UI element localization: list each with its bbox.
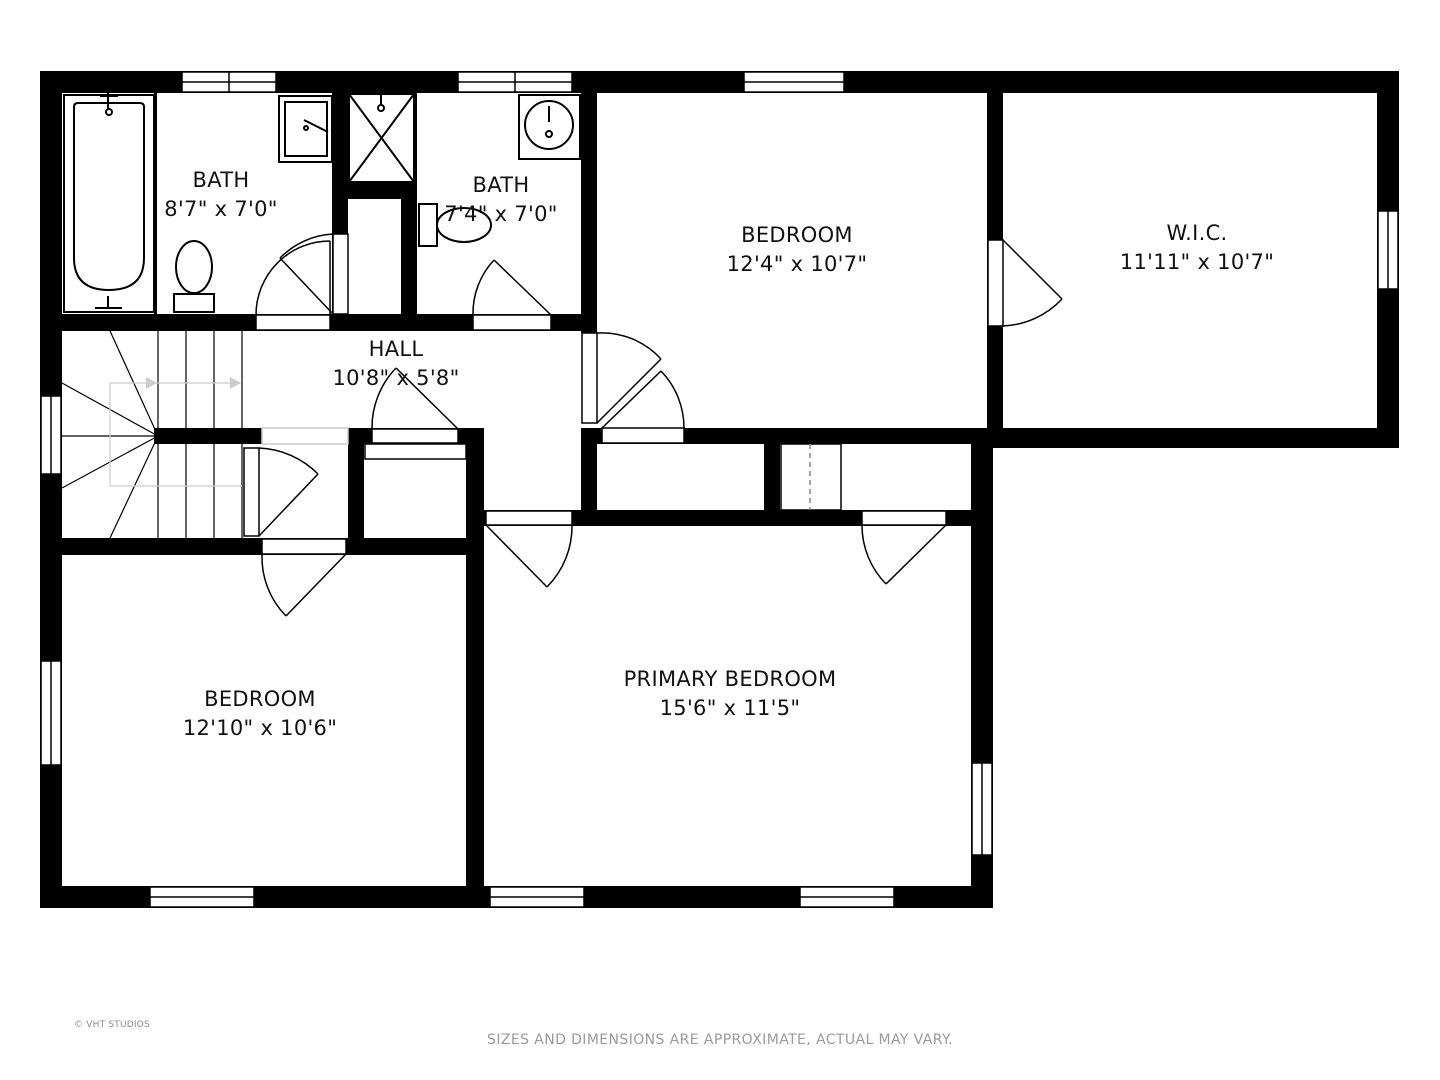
fixtures — [63, 93, 581, 313]
closets — [261, 427, 842, 511]
room-dimensions: 15'6" x 11'5" — [659, 696, 801, 720]
room-name: BATH — [192, 168, 250, 192]
staircase — [61, 330, 243, 539]
room-dimensions: 8'7" x 7'0" — [164, 197, 278, 221]
room-name: BEDROOM — [741, 223, 853, 247]
room-name: HALL — [368, 337, 424, 361]
windows — [40, 71, 1399, 908]
room-dimensions: 10'8" x 5'8" — [332, 366, 460, 390]
room-label-bath-right: BATH 7'4" x 7'0" — [444, 171, 557, 229]
doors — [243, 233, 1063, 617]
room-label-bedroom-sw: BEDROOM 12'10" x 10'6" — [183, 685, 337, 743]
room-name: BATH — [472, 173, 530, 197]
room-name: BEDROOM — [204, 687, 316, 711]
room-name: PRIMARY BEDROOM — [623, 667, 837, 691]
disclaimer-text: SIZES AND DIMENSIONS ARE APPROXIMATE, AC… — [487, 1032, 953, 1048]
room-dimensions: 12'4" x 10'7" — [726, 252, 868, 276]
room-dimensions: 12'10" x 10'6" — [182, 716, 338, 740]
copyright-notice: © VHT STUDIOS — [74, 1020, 150, 1030]
room-label-primary-bedroom: PRIMARY BEDROOM 15'6" x 11'5" — [624, 665, 837, 723]
room-name: W.I.C. — [1166, 221, 1228, 245]
room-label-hall: HALL 10'8" x 5'8" — [332, 335, 459, 393]
room-label-wic: W.I.C. 11'11" x 10'7" — [1120, 219, 1274, 277]
room-label-bath-left: BATH 8'7" x 7'0" — [164, 166, 277, 224]
room-label-bedroom-ne: BEDROOM 12'4" x 10'7" — [727, 221, 868, 279]
room-dimensions: 7'4" x 7'0" — [444, 202, 558, 226]
room-dimensions: 11'11" x 10'7" — [1119, 250, 1275, 274]
